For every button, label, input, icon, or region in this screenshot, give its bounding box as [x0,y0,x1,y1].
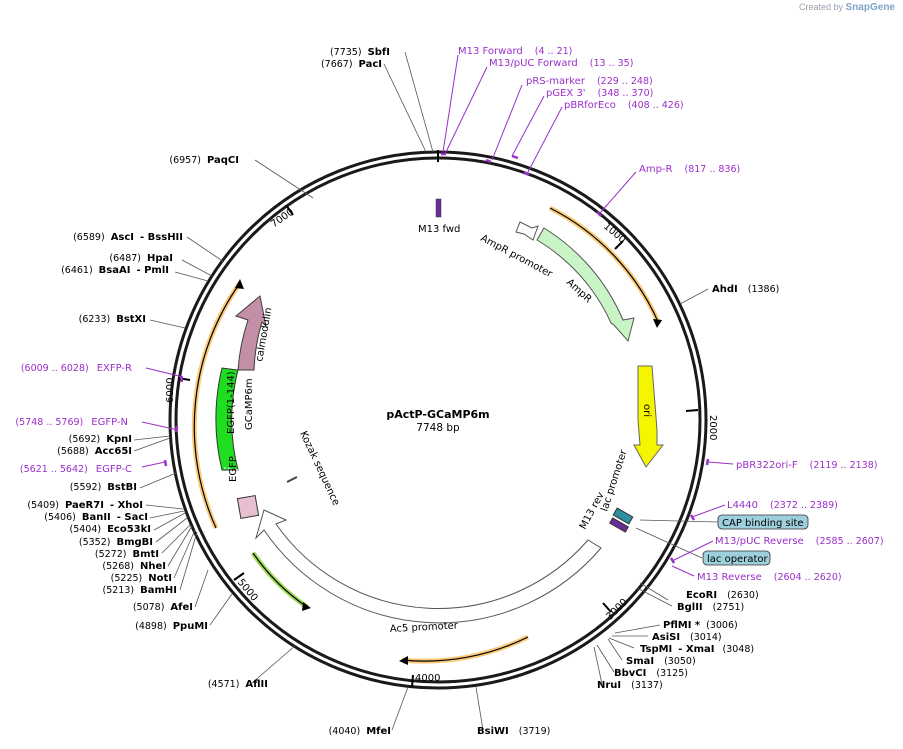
enzyme-bsiwi[interactable]: BsiWI(3719) [477,726,550,737]
enzyme-paci[interactable]: (7667)PacI [321,59,382,70]
primer-m13puc-forward[interactable]: M13/pUC Forward(13 .. 35) [489,58,633,69]
feature-gcamp-hatch [223,467,246,491]
enzyme-kpni[interactable]: (5692)KpnI [69,434,132,445]
tick-2000: 2000 [707,415,718,440]
enzyme-afei[interactable]: (5078)AfeI [133,602,193,613]
leader-lines [133,51,719,731]
primer-m13-forward[interactable]: M13 Forward(4 .. 21) [458,46,572,57]
enzyme-paqci[interactable]: (6957)PaqCI [169,155,239,166]
primer-exfp-r[interactable]: (6009 .. 6028)EXFP-R [21,363,132,374]
feature-ampr[interactable] [536,227,635,343]
enzyme-mfei[interactable]: (4040)MfeI [329,726,391,737]
enzyme-nhei[interactable]: (5268)NheI [102,561,166,572]
lac-operator-label: lac operator [707,554,768,565]
enzyme-pflmi[interactable]: PflMI *(3006) [663,620,738,631]
credit-prefix: Created by [798,2,844,12]
cap-binding-box[interactable]: CAP binding site [717,514,809,530]
feature-m13rev[interactable] [609,517,629,533]
primer-egfp-n[interactable]: (5748 .. 5769)EGFP-N [15,417,128,428]
plasmid-name: pActP-GCaMP6m [386,408,489,421]
enzyme-bmti[interactable]: (5272)BmtI [95,549,159,560]
label-ac5: Ac5 promoter [390,620,459,635]
enzyme-bbvci[interactable]: BbvCI(3125) [614,668,688,679]
label-egfp: EGFP(1-144) [226,371,237,434]
enzyme-labels-right: AhdI(1386) EcoRI(2630) BglII(2751) PflMI… [477,284,779,737]
label-egfp2: EGFP [228,456,239,482]
enzyme-sbfi[interactable]: (7735)SbfI [330,47,390,58]
snapgene-brand: SnapGene [845,2,895,13]
label-kozak: Kozak sequence [297,430,341,508]
enzyme-paer7i[interactable]: (5409)PaeR7I- XhoI [27,500,143,511]
orf-head-left [235,279,244,289]
enzyme-bsaai[interactable]: (6461)BsaAI- PmlI [61,265,169,276]
tick-4000: 4000 [415,673,440,684]
enzyme-tspmi[interactable]: TspMI- XmaI(3048) [640,644,754,655]
primer-pbrforeco[interactable]: pBRforEco(408 .. 426) [564,100,684,111]
plasmid-length: 7748 bp [416,422,460,434]
feature-lac-promoter[interactable] [612,507,634,525]
enzyme-asisi[interactable]: AsiSI(3014) [652,632,722,643]
enzyme-noti[interactable]: (5225)NotI [111,573,172,584]
primer-pgex3[interactable]: pGEX 3'(348 .. 370) [546,88,653,99]
enzyme-smai[interactable]: SmaI(3050) [626,656,696,667]
primer-lines [141,54,734,577]
enzyme-labels-left: (7735)SbfI (7667)PacI (6957)PaqCI (6589)… [27,47,391,737]
primer-egfp-c[interactable]: (5621 .. 5642)EGFP-C [20,464,132,475]
primer-m13puc-reverse[interactable]: M13/pUC Reverse(2585 .. 2607) [715,536,884,547]
enzyme-ahdi[interactable]: AhdI(1386) [712,284,779,295]
label-m13fwd: M13 fwd [418,224,460,235]
label-lac-promoter: lac promoter [599,448,630,513]
primer-pbr322ori-f[interactable]: pBR322ori-F(2119 .. 2138) [736,460,877,471]
feature-egfp-tail[interactable] [236,495,260,519]
orf-head-small [302,602,311,611]
feature-calmodulin[interactable] [234,295,267,371]
feature-ampr-promoter[interactable] [515,221,539,241]
lac-operator-box[interactable]: lac operator [702,550,771,566]
enzyme-acc65i[interactable]: (5688)Acc65I [57,446,132,457]
enzyme-bstxi[interactable]: (6233)BstXI [79,314,146,325]
enzyme-asci[interactable]: (6589)AscI- BssHII [73,232,183,243]
label-ori: ori [641,404,652,417]
feature-kozak[interactable] [286,476,298,483]
tick-6000: 6000 [165,378,176,403]
primer-marks [163,152,710,564]
primer-amp-r[interactable]: Amp-R(817 .. 836) [639,164,740,175]
enzyme-banii[interactable]: (5406)BanII- SacI [44,512,148,523]
enzyme-aflii[interactable]: (4571)AflII [208,679,268,690]
primer-l4440[interactable]: L4440(2372 .. 2389) [727,500,838,511]
orf-head-ampr [653,319,662,328]
feature-ori[interactable] [633,365,665,468]
enzyme-bmgbi[interactable]: (5352)BmgBI [79,537,153,548]
primer-prs-marker[interactable]: pRS-marker(229 .. 248) [526,76,653,87]
orf-head-bottom [399,656,408,665]
primer-m13-reverse[interactable]: M13 Reverse(2604 .. 2620) [697,572,842,583]
enzyme-ecori[interactable]: EcoRI(2630) [686,590,759,601]
tick-marks [177,150,699,688]
enzyme-bamhi[interactable]: (5213)BamHI [103,585,177,596]
enzyme-bstbi[interactable]: (5592)BstBI [70,482,137,493]
label-gcamp: GCaMP6m [244,378,255,430]
cap-binding-label: CAP binding site [722,518,804,529]
enzyme-bglii[interactable]: BglII(2751) [677,602,744,613]
enzyme-ppumi[interactable]: (4898)PpuMI [135,621,208,632]
enzyme-eco53ki[interactable]: (5404)Eco53kI [69,524,151,535]
snapgene-credit: Created by SnapGene [799,2,895,13]
enzyme-hpai[interactable]: (6487)HpaI [109,253,173,264]
feature-ac5-promoter[interactable] [254,509,602,624]
feature-m13fwd[interactable] [435,198,442,218]
enzyme-nrui[interactable]: NruI(3137) [597,680,663,691]
primer-labels: M13 Forward(4 .. 21) M13/pUC Forward(13 … [15,46,883,583]
